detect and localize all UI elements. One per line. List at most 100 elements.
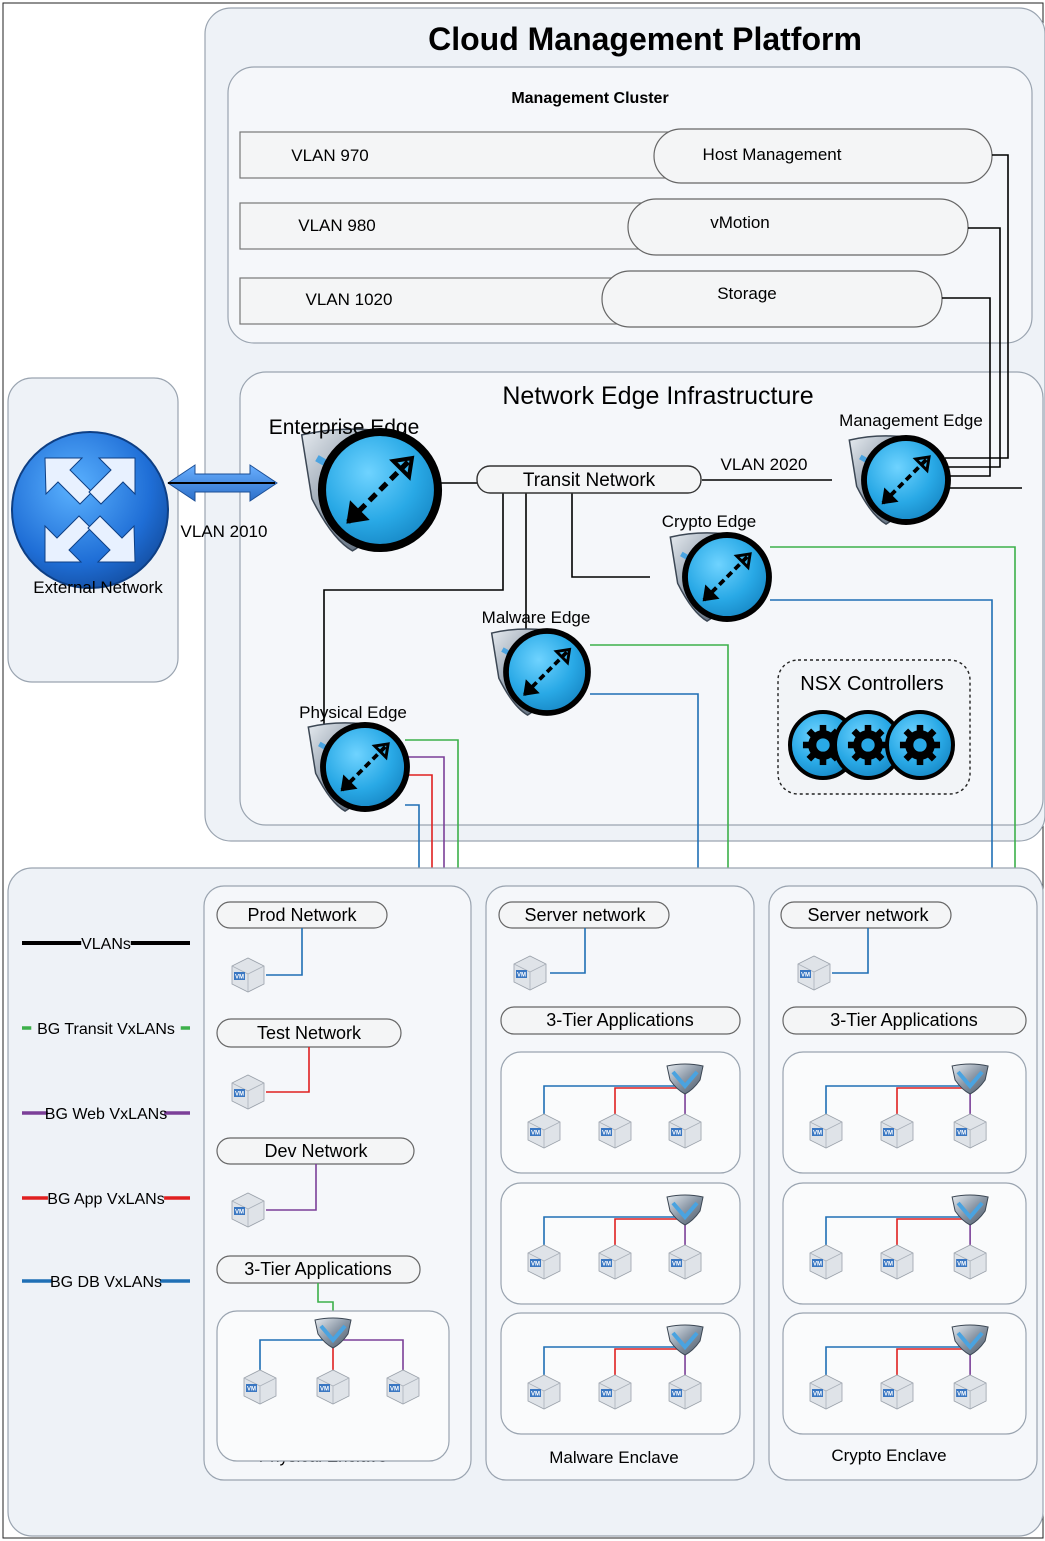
page-title: Cloud Management Platform	[428, 21, 862, 57]
legend-label: BG Web VxLANs	[45, 1106, 167, 1123]
physical-3tier-label: 3-Tier Applications	[244, 1259, 391, 1279]
vm-icon: VM	[231, 1192, 265, 1228]
svg-text:VM: VM	[235, 1092, 244, 1098]
shield-icon	[666, 1063, 704, 1095]
svg-text:VM: VM	[531, 1392, 540, 1398]
svg-text:VM: VM	[801, 973, 810, 979]
svg-text:VM: VM	[517, 973, 526, 979]
svg-text:VM: VM	[247, 1387, 256, 1393]
vm-icon: VM	[668, 1113, 702, 1149]
physical-three-tier-contents: VM VM VM	[243, 1317, 420, 1405]
shield-icon	[666, 1194, 704, 1226]
vm-icon: VM	[598, 1113, 632, 1149]
vlan-1020-bar	[239, 277, 651, 325]
vmotion-label: vMotion	[710, 213, 770, 232]
legend-label: BG Transit VxLANs	[37, 1021, 175, 1038]
crypto-edge-label: Crypto Edge	[662, 512, 757, 531]
vm-icon: VM	[880, 1113, 914, 1149]
test-network-label: Test Network	[257, 1023, 362, 1043]
vlan-2010-label: VLAN 2010	[181, 522, 268, 541]
management-edge-label: Management Edge	[839, 411, 983, 430]
legend-label-bg	[52, 1270, 160, 1292]
vm-icon: VM	[598, 1374, 632, 1410]
svg-text:VM: VM	[235, 975, 244, 981]
legend: VLANs BG Transit VxLANs BG Web VxLANs BG Ap…	[22, 932, 190, 1292]
svg-text:VM: VM	[602, 1392, 611, 1398]
svg-text:VM: VM	[672, 1262, 681, 1268]
vm-icon: VM	[598, 1244, 632, 1280]
legend-label: BG DB VxLANs	[50, 1274, 162, 1291]
edge-infra-title: Network Edge Infrastructure	[502, 382, 813, 410]
enterprise-edge-label: Enterprise Edge	[269, 416, 420, 439]
vm-icon: VM	[316, 1369, 350, 1405]
storage-label: Storage	[717, 284, 777, 303]
legend-label: BG App VxLANs	[47, 1191, 164, 1208]
vm-icon: VM	[527, 1113, 561, 1149]
svg-text:VM: VM	[531, 1131, 540, 1137]
malware-vm-wiring	[550, 928, 586, 974]
svg-text:VM: VM	[957, 1131, 966, 1137]
vm-icon: VM	[880, 1374, 914, 1410]
svg-text:VM: VM	[884, 1262, 893, 1268]
vlan-wiring	[323, 154, 1022, 745]
svg-text:VM: VM	[602, 1131, 611, 1137]
legend-item: VLANs	[22, 932, 190, 954]
vm-icon: VM	[513, 955, 547, 991]
vmotion-pill	[627, 198, 969, 256]
svg-text:VM: VM	[672, 1392, 681, 1398]
legend-item: BG App VxLANs	[22, 1187, 190, 1209]
crypto-server-network-pill	[780, 901, 952, 929]
external-network-label: External Network	[33, 578, 163, 597]
external-network-icon	[11, 431, 169, 589]
svg-text:VM: VM	[320, 1387, 329, 1393]
svg-text:VM: VM	[957, 1392, 966, 1398]
svg-text:VM: VM	[884, 1392, 893, 1398]
three-tier-app-group: VM VM VM	[500, 1312, 741, 1435]
malware-server-network-label: Server network	[524, 905, 646, 925]
management-edge-icon	[848, 435, 951, 525]
vlan-980-bar	[239, 202, 681, 250]
nsx-controllers-label: NSX Controllers	[800, 673, 943, 695]
host-management-pill	[653, 128, 993, 184]
nsx-gear-icon	[833, 710, 903, 780]
vm-icon: VM	[809, 1374, 843, 1410]
svg-text:VM: VM	[813, 1392, 822, 1398]
shield-icon	[314, 1317, 352, 1349]
svg-text:VM: VM	[390, 1387, 399, 1393]
legend-label-bg	[31, 1017, 181, 1039]
vlan-1020-label: VLAN 1020	[306, 290, 393, 309]
vm-icon: VM	[809, 1113, 843, 1149]
malware-edge-icon	[490, 628, 591, 716]
svg-text:VM: VM	[531, 1262, 540, 1268]
crypto-3tier-pill	[782, 1006, 1027, 1035]
vm-icon: VM	[231, 1074, 265, 1110]
three-tier-app-group: VM VM VM	[782, 1051, 1027, 1174]
transit-network-label: Transit Network	[523, 470, 656, 491]
legend-item: BG Web VxLANs	[22, 1102, 190, 1124]
shield-icon	[951, 1194, 989, 1226]
svg-text:VM: VM	[672, 1131, 681, 1137]
malware-3tier-label: 3-Tier Applications	[546, 1010, 693, 1030]
physical-edge-label: Physical Edge	[299, 703, 407, 722]
vm-icon: VM	[953, 1374, 987, 1410]
dev-network-label: Dev Network	[264, 1141, 368, 1161]
legend-item: BG Transit VxLANs	[22, 1017, 190, 1039]
shield-icon	[666, 1324, 704, 1356]
legend-label: VLANs	[81, 936, 131, 953]
shield-icon	[951, 1063, 989, 1095]
svg-text:VM: VM	[235, 1210, 244, 1216]
malware-server-network-pill	[498, 901, 670, 929]
vm-icon: VM	[880, 1244, 914, 1280]
vlan-2010-link	[167, 464, 278, 502]
crypto-enclave-label: Crypto Enclave	[831, 1446, 946, 1465]
nsx-gear-icon	[885, 710, 955, 780]
vm-icon: VM	[797, 955, 831, 991]
malware-3tier-pill	[500, 1006, 741, 1035]
vm-icon: VM	[231, 957, 265, 993]
vlan-2020-label: VLAN 2020	[721, 455, 808, 474]
crypto-3tier-label: 3-Tier Applications	[830, 1010, 977, 1030]
legend-label-bg	[47, 1102, 165, 1124]
vm-icon: VM	[243, 1369, 277, 1405]
vlan-980-label: VLAN 980	[298, 216, 376, 235]
